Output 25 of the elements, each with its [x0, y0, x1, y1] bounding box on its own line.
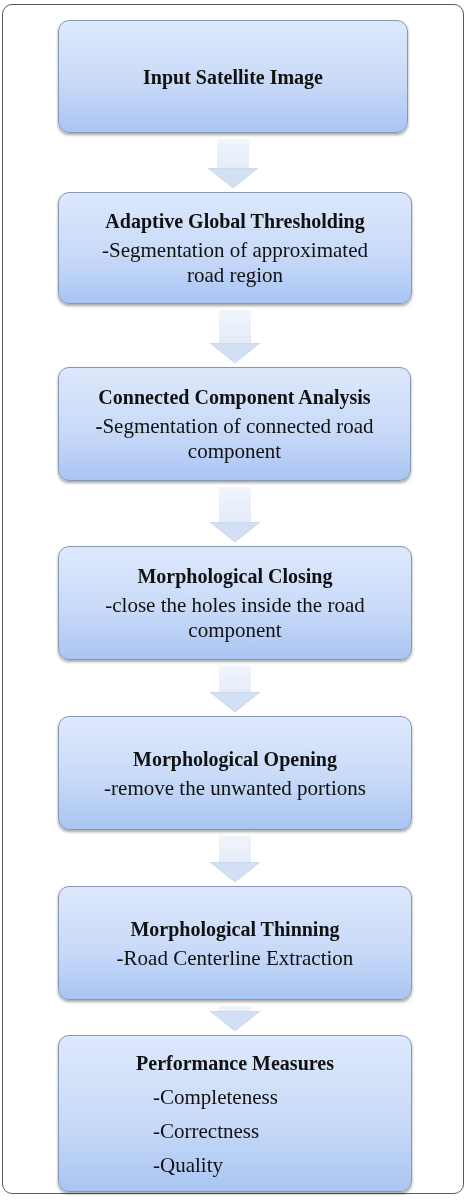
- arrow: [209, 836, 261, 883]
- step-title: Morphological Closing: [137, 565, 333, 587]
- process-box: [58, 367, 411, 481]
- list-item: -Completeness: [153, 1084, 278, 1109]
- process-box: [58, 192, 412, 304]
- list-item: -Quality: [153, 1152, 223, 1177]
- step-description: -close the holes inside the road component: [105, 593, 365, 642]
- step-description: -remove the unwanted portions: [104, 775, 366, 800]
- process-box: [58, 20, 408, 133]
- process-box: [58, 886, 412, 1000]
- step-description: -Road Centerline Extraction: [116, 945, 354, 970]
- step-title: Adaptive Global Thresholding: [105, 210, 365, 232]
- step-title: Performance Measures: [136, 1051, 334, 1074]
- process-box: [58, 1035, 412, 1192]
- step-description: -Segmentation of approximated road region: [102, 238, 368, 287]
- list-item: -Correctness: [153, 1118, 260, 1143]
- arrow: [209, 310, 261, 364]
- arrow: [209, 487, 261, 543]
- process-box: [58, 546, 412, 660]
- step-description: -Segmentation of connected road component: [95, 414, 374, 463]
- step-title: Morphological Opening: [133, 747, 337, 770]
- step-title: Morphological Thinning: [130, 917, 340, 940]
- step-title: Input Satellite Image: [143, 65, 323, 88]
- process-box: [58, 716, 412, 830]
- step-title: Connected Component Analysis: [98, 386, 371, 408]
